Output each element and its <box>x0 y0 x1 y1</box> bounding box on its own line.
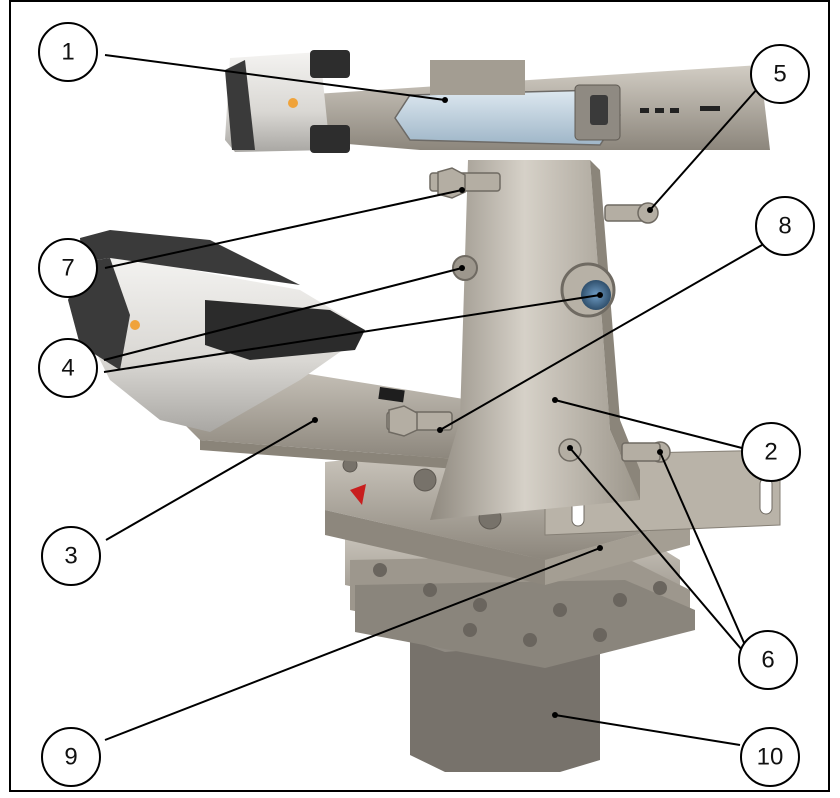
callout-8: 8 <box>755 196 815 256</box>
callout-1: 1 <box>38 22 98 82</box>
callout-5-label: 5 <box>773 61 786 88</box>
lower-arm <box>68 230 470 470</box>
callout-4-label: 4 <box>61 355 74 382</box>
callout-9: 9 <box>41 727 101 787</box>
callout-6: 6 <box>738 630 798 690</box>
red-indicator <box>350 484 366 505</box>
leader-dots <box>312 97 663 718</box>
callout-5: 5 <box>750 44 810 104</box>
callout-3-label: 3 <box>64 543 77 570</box>
callout-6-label: 6 <box>761 647 774 674</box>
callout-2-label: 2 <box>764 439 777 466</box>
orange-indicator <box>130 320 140 330</box>
callout-10-label: 10 <box>757 744 784 771</box>
callout-1-label: 1 <box>61 39 74 66</box>
callout-7: 7 <box>38 238 98 298</box>
upper-arm <box>225 50 770 153</box>
figure-frame <box>9 0 830 792</box>
callout-10: 10 <box>740 727 800 787</box>
callout-4: 4 <box>38 338 98 398</box>
callout-3: 3 <box>41 526 101 586</box>
callout-8-label: 8 <box>778 213 791 240</box>
callout-7-label: 7 <box>61 255 74 282</box>
callout-2: 2 <box>741 422 801 482</box>
pillar <box>430 160 640 520</box>
leader-lines <box>103 54 763 746</box>
callout-9-label: 9 <box>64 744 77 771</box>
